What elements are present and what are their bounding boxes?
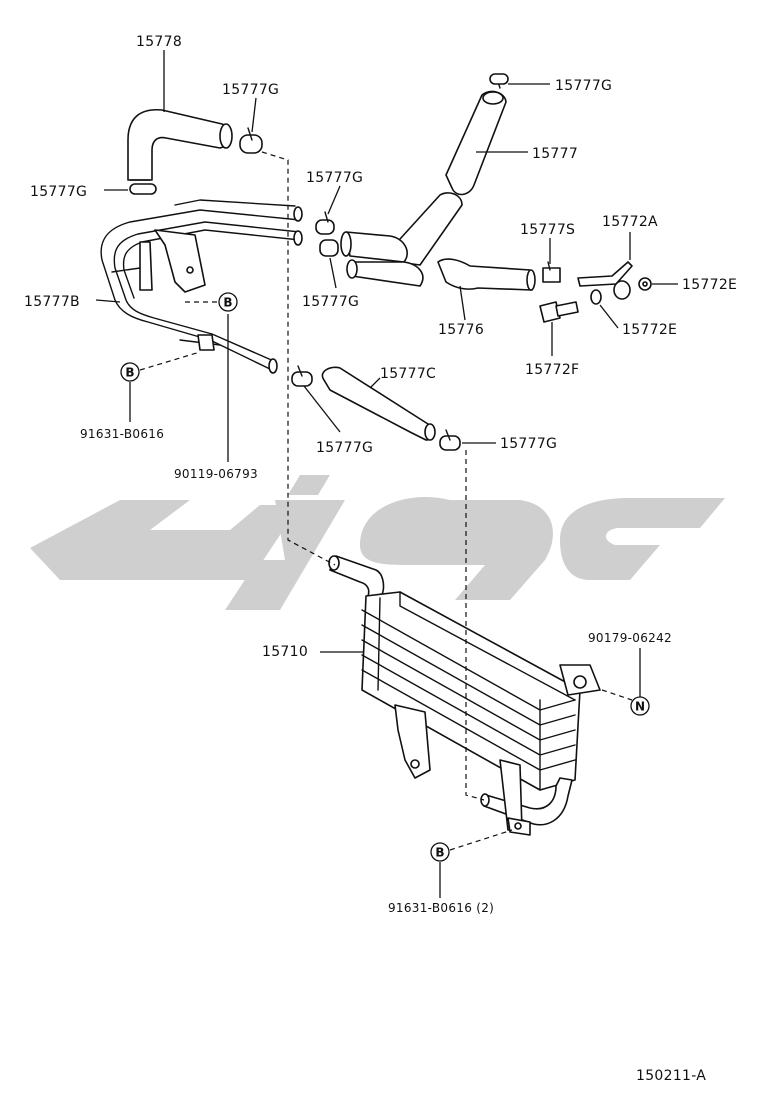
callout-15772e-b: 15772E (622, 322, 677, 338)
clip-15777g-f (439, 429, 461, 451)
clip-15777g-d (319, 239, 339, 257)
bolt-15772f (539, 301, 579, 323)
callout-91631-b0616: 91631-B0616 (80, 427, 164, 441)
svg-text:B: B (223, 296, 232, 310)
clip-15777g-e (291, 365, 313, 387)
callout-15777g-f: 15777G (316, 440, 373, 456)
callout-90119-06793: 90119-06793 (174, 467, 258, 481)
pipe-15777b (100, 199, 303, 374)
bracket-15772a (577, 261, 633, 300)
washer-15772e-b (590, 289, 602, 305)
callout-15777b: 15777B (24, 294, 80, 310)
callout-15777: 15777 (532, 146, 578, 162)
marker-n-1: N (630, 696, 650, 716)
hose-junction (340, 231, 424, 287)
callout-15777g-a: 15777G (222, 82, 279, 98)
svg-text:N: N (635, 700, 645, 714)
callout-15777g-d: 15777G (306, 170, 363, 186)
callout-15777c: 15777C (380, 366, 436, 382)
callout-15777s: 15777S (520, 222, 575, 238)
callout-15710: 15710 (262, 644, 308, 660)
oil-cooler-15710 (328, 555, 601, 836)
marker-b-3: B (430, 842, 450, 862)
clip-15777g-b (129, 183, 157, 195)
connection-lines (139, 151, 633, 851)
leader-lines (95, 50, 678, 898)
callout-15777g-b: 15777G (30, 184, 87, 200)
callout-15777g-c: 15777G (555, 78, 612, 94)
marker-b-2: B (120, 362, 140, 382)
callout-15772e-a: 15772E (682, 277, 737, 293)
clip-15777g-c (315, 211, 335, 235)
washer-15772e-a (638, 277, 652, 291)
hose-15776 (437, 258, 536, 291)
diagram-code: 150211-A (636, 1068, 706, 1084)
svg-text:B: B (435, 846, 444, 860)
hose-15777 (389, 73, 509, 266)
callout-15772a: 15772A (602, 214, 658, 230)
hose-15778 (127, 109, 233, 181)
watermark-logo (30, 475, 725, 610)
clip-15777s (542, 261, 561, 283)
svg-text:B: B (125, 366, 134, 380)
callout-15778: 15778 (136, 34, 182, 50)
clip-15777g-a (239, 127, 263, 154)
callout-91631-b0616-2: 91631-B0616 (2) (388, 901, 494, 915)
hose-15777c (321, 366, 436, 441)
callout-15772f: 15772F (525, 362, 579, 378)
callout-15776: 15776 (438, 322, 484, 338)
marker-b-1: B (218, 292, 238, 312)
callout-90179-06242: 90179-06242 (588, 631, 672, 645)
callout-15777g-g: 15777G (500, 436, 557, 452)
callout-15777g-e: 15777G (302, 294, 359, 310)
